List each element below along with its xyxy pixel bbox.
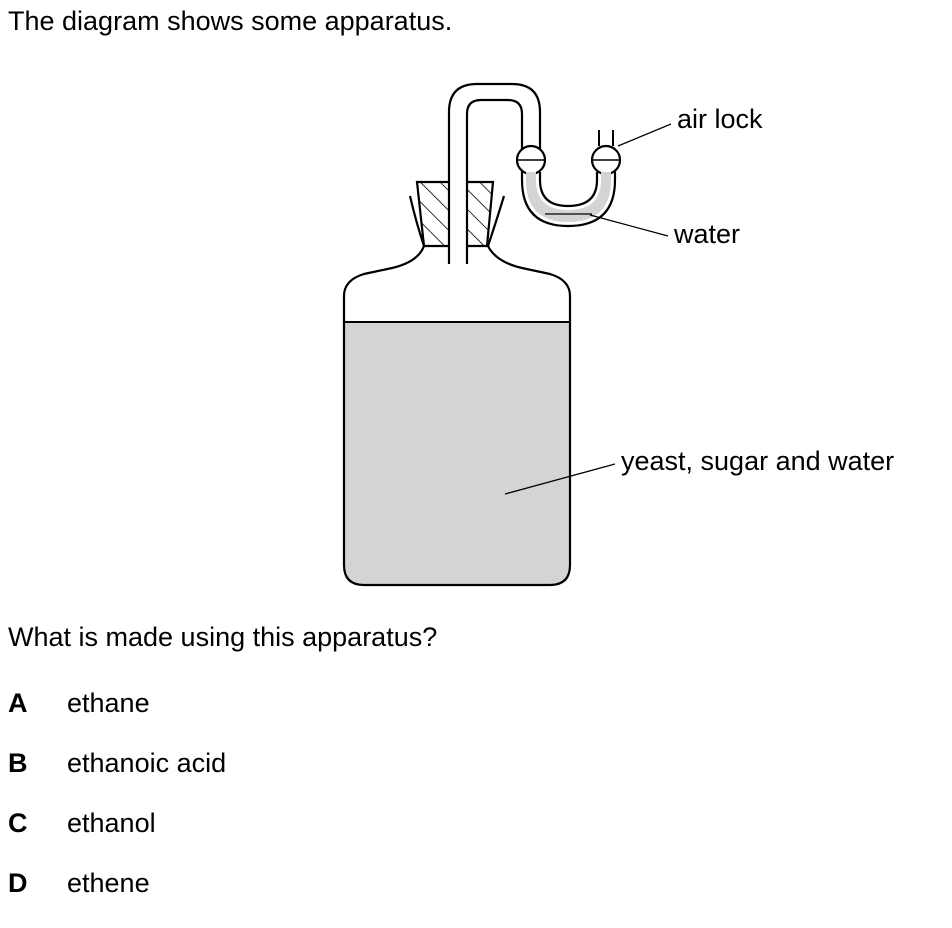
air-lock — [515, 130, 622, 228]
option-d[interactable]: D ethene — [8, 868, 226, 928]
leader-water — [589, 214, 669, 237]
option-letter: C — [8, 808, 28, 838]
leader-air-lock — [617, 123, 672, 147]
option-text: ethanoic acid — [67, 748, 227, 778]
answer-options: A ethane B ethanoic acid C ethanol D eth… — [8, 688, 226, 928]
option-text: ethane — [67, 688, 150, 718]
option-a[interactable]: A ethane — [8, 688, 226, 748]
option-letter: D — [8, 868, 28, 898]
option-letter: A — [8, 688, 28, 718]
option-letter: B — [8, 748, 28, 778]
option-text: ethanol — [67, 808, 156, 838]
intro-text: The diagram shows some apparatus. — [8, 6, 453, 36]
option-c[interactable]: C ethanol — [8, 808, 226, 868]
label-mixture: yeast, sugar and water — [621, 446, 894, 476]
liquid-mixture — [344, 322, 570, 585]
apparatus-diagram: air lock water yeast, sugar and water — [342, 82, 894, 587]
question-text: What is made using this apparatus? — [8, 622, 438, 652]
leader-mixture — [504, 463, 616, 495]
airlock-water — [526, 172, 611, 222]
label-air-lock: air lock — [677, 104, 763, 134]
delivery-tube — [447, 82, 542, 264]
option-b[interactable]: B ethanoic acid — [8, 748, 226, 808]
fermentation-jar — [342, 195, 572, 587]
option-text: ethene — [67, 868, 150, 898]
label-water: water — [673, 219, 740, 249]
